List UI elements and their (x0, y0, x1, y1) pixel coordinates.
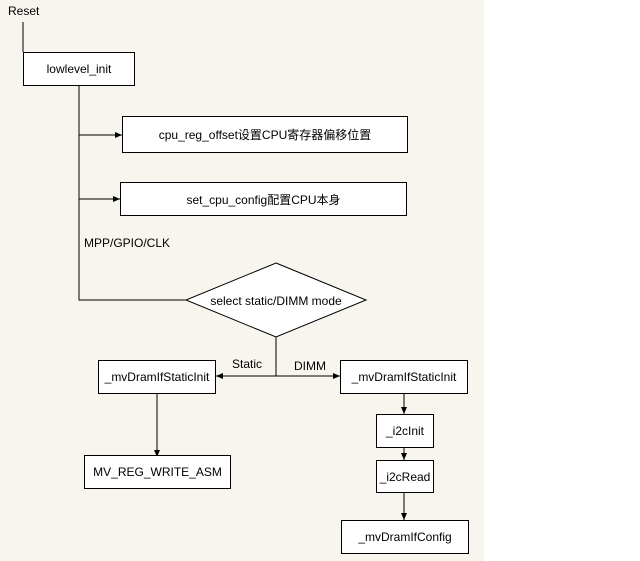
cpu-reg-offset-box: cpu_reg_offset设置CPU寄存器偏移位置 (122, 116, 408, 153)
i2c-init-box: _i2cInit (376, 414, 434, 448)
decision-label: select static/DIMM mode (210, 294, 342, 308)
flowchart-canvas: Reset lowlevel_init cpu_reg_offset设置CPU寄… (0, 0, 484, 561)
mpp-gpio-clk-label: MPP/GPIO/CLK (84, 236, 171, 250)
i2c-read-box: _i2cRead (376, 460, 434, 493)
static-label: Static (232, 357, 263, 371)
dram-config-box: _mvDramIfConfig (341, 520, 469, 554)
flowchart-connectors (22, 22, 407, 520)
reset-label: Reset (8, 4, 40, 18)
left-static-init-box: _mvDramIfStaticInit (98, 360, 216, 394)
lowlevel-init-box: lowlevel_init (23, 52, 135, 86)
right-static-init-box: _mvDramIfStaticInit (340, 360, 468, 394)
dimm-label: DIMM (294, 359, 326, 373)
reg-write-asm-box: MV_REG_WRITE_ASM (84, 455, 231, 489)
main-trunk-line (78, 86, 187, 301)
set-cpu-config-box: set_cpu_config配置CPU本身 (120, 182, 407, 216)
